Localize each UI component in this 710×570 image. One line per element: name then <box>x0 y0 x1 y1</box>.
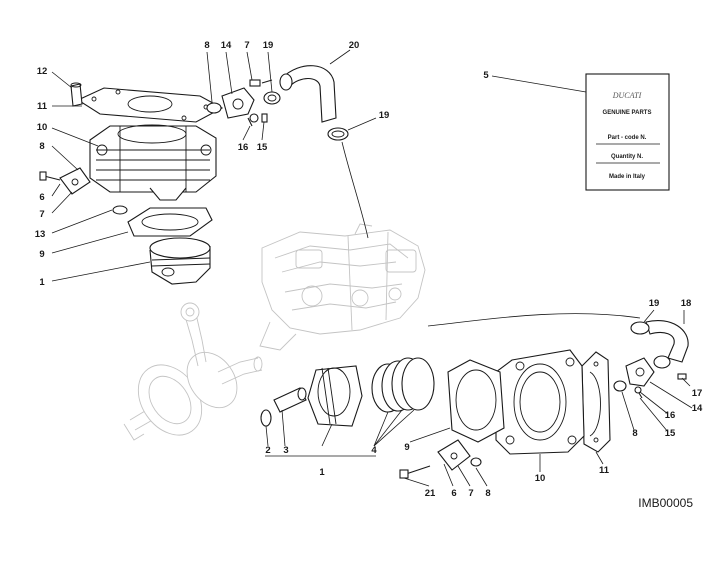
callout-19: 19 <box>263 40 274 51</box>
piston-top <box>149 237 211 285</box>
callout-6: 6 <box>451 488 456 499</box>
callout-7: 7 <box>244 40 249 51</box>
callout-8: 8 <box>485 488 490 499</box>
base-gasket-9-bottom <box>447 359 505 443</box>
piston-pin-3 <box>273 387 307 413</box>
tag-line-2: Part - code N. <box>608 135 647 141</box>
callout-15: 15 <box>257 142 268 153</box>
callout-18: 18 <box>681 298 692 309</box>
tag-brand: DUCATI <box>612 91 642 100</box>
piston-rings-4 <box>371 357 435 413</box>
oring-8-top <box>206 102 222 114</box>
cylinder-bottom <box>495 349 585 455</box>
clamp-19-mid <box>327 127 349 141</box>
clamp-19-right <box>630 321 671 369</box>
callout-11: 11 <box>37 101 48 112</box>
screw-15-16 <box>247 113 268 127</box>
callout-6: 6 <box>39 192 44 203</box>
callout-19: 19 <box>649 298 660 309</box>
callout-16: 16 <box>665 410 676 421</box>
callout-9: 9 <box>404 442 409 453</box>
callout-14: 14 <box>221 40 232 51</box>
callout-5: 5 <box>483 70 489 81</box>
callout-8: 8 <box>632 428 637 439</box>
oring-13 <box>112 205 128 215</box>
callout-7: 7 <box>39 209 44 220</box>
callout-10: 10 <box>535 473 546 484</box>
hose-connection-line <box>341 141 641 327</box>
circlip-2 <box>260 409 272 427</box>
callout-4: 4 <box>371 445 377 456</box>
clamp-19-top <box>263 91 281 105</box>
bracket-14-right <box>625 357 687 399</box>
drawing-code: IMB00005 <box>638 496 693 510</box>
oring-8-right <box>613 380 627 392</box>
bracket-14 <box>221 79 273 119</box>
tag-line-4: Made in Italy <box>609 174 646 180</box>
cylinder-head-gasket-top <box>76 87 224 123</box>
callout-12: 12 <box>37 66 48 77</box>
callout-21: 21 <box>425 488 436 499</box>
dowel-pin-top <box>70 82 83 107</box>
hose-18 <box>645 320 689 363</box>
callout-labels: 12 11 10 8 6 7 13 9 1 8 14 7 19 16 15 20… <box>35 40 703 499</box>
callout-14: 14 <box>692 403 703 414</box>
callout-3: 3 <box>283 445 288 456</box>
flange-left <box>39 167 91 195</box>
flange-bottom <box>399 439 482 479</box>
callout-8: 8 <box>39 141 44 152</box>
callout-13: 13 <box>35 229 46 240</box>
tag-line-3: Quantity N. <box>611 154 643 160</box>
callout-11: 11 <box>599 465 610 476</box>
cylinder-top <box>89 124 217 201</box>
tag-line-1: GENUINE PARTS <box>603 110 652 116</box>
gasket-11-bottom <box>581 351 611 453</box>
cylinder-base-gasket <box>127 207 213 237</box>
genuine-parts-tag: DUCATI GENUINE PARTS Part - code N. Quan… <box>585 73 670 191</box>
callout-7: 7 <box>468 488 473 499</box>
callout-1: 1 <box>39 277 45 288</box>
leader-lines <box>51 49 693 487</box>
piston-bottom <box>307 365 363 427</box>
engine-block-ghost <box>259 223 426 351</box>
callout-1: 1 <box>319 467 325 478</box>
callout-2: 2 <box>265 445 270 456</box>
callout-17: 17 <box>692 388 703 399</box>
callout-15: 15 <box>665 428 676 439</box>
callout-20: 20 <box>349 40 360 51</box>
callout-9: 9 <box>39 249 44 260</box>
crankshaft-ghost <box>123 302 263 441</box>
callout-16: 16 <box>238 142 249 153</box>
callout-8: 8 <box>204 40 209 51</box>
callout-10: 10 <box>37 122 48 133</box>
callout-19: 19 <box>379 110 390 121</box>
hose-20 <box>279 65 337 123</box>
